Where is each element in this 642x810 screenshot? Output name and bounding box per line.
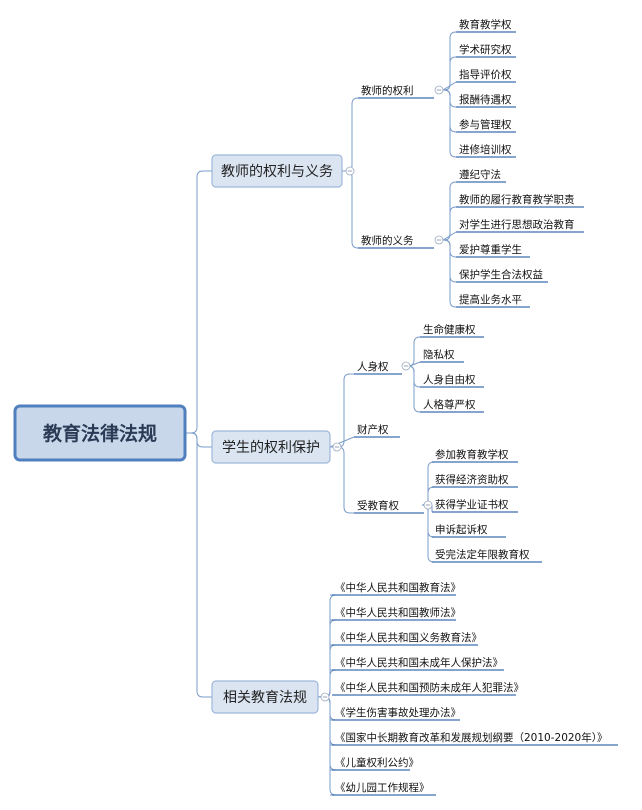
law-item-label: 《中华人民共和国义务教育法》 <box>335 631 482 644</box>
leaf-item-label: 教育教学权 <box>459 18 512 31</box>
connector-line <box>185 432 212 698</box>
collapse-toggle-icon[interactable] <box>423 500 433 510</box>
leaf-item-label: 生命健康权 <box>423 323 476 336</box>
connector-line <box>443 56 457 91</box>
connector-line <box>443 239 457 308</box>
connector-line <box>318 696 337 796</box>
connector-line <box>342 97 359 172</box>
branch-student-label: 学生的权利保护 <box>222 440 320 456</box>
collapse-toggle-icon[interactable] <box>320 692 330 702</box>
leaf-item-label: 爱护尊重学生 <box>459 243 522 256</box>
connector-line <box>330 373 354 448</box>
connector-line <box>185 432 212 448</box>
connector-line <box>407 336 421 367</box>
collapse-toggle-icon[interactable] <box>434 235 444 245</box>
law-item-label: 《儿童权利公约》 <box>335 756 419 769</box>
root-node-label: 教育法律法规 <box>43 422 157 445</box>
connector-line <box>318 669 337 698</box>
leaf-item-label: 教师的履行教育教学职责 <box>459 193 575 206</box>
teacher-rights-label: 教师的权利 <box>361 84 414 97</box>
branch-laws-box[interactable] <box>211 680 319 714</box>
collapse-toggle-icon[interactable] <box>434 85 444 95</box>
connector-line <box>330 446 354 514</box>
property-rights-label: 财产权 <box>357 423 389 436</box>
leaf-item-label: 获得经济资助权 <box>435 473 509 486</box>
branch-student-box[interactable] <box>211 430 331 464</box>
teacher-duties-label: 教师的义务 <box>361 234 414 247</box>
education-rights-label: 受教育权 <box>357 499 399 512</box>
law-item-label: 《中华人民共和国教育法》 <box>335 581 461 594</box>
leaf-item-label: 报酬待遇权 <box>459 93 512 106</box>
leaf-item-label: 申诉起诉权 <box>435 523 488 536</box>
person-rights-label: 人身权 <box>357 360 389 373</box>
leaf-item-label: 进修培训权 <box>459 143 512 156</box>
law-item-label: 《中华人民共和国教师法》 <box>335 606 461 619</box>
connector-line <box>443 206 457 241</box>
law-item-label: 《学生伤害事故处理办法》 <box>335 706 461 719</box>
collapse-controls <box>320 85 444 702</box>
subnodes: 教师的权利 教育教学权学术研究权指导评价权报酬待遇权参与管理权进修培训权教师的义务… <box>332 18 618 796</box>
connector-line <box>185 170 212 434</box>
branch-teacher-box[interactable] <box>211 154 343 188</box>
leaf-item-label: 遵纪守法 <box>459 168 501 181</box>
leaf-item-label: 人身自由权 <box>423 373 476 386</box>
connector-line <box>342 170 359 249</box>
leaf-item-label: 参加教育教学权 <box>435 448 509 461</box>
connector-line <box>442 81 457 91</box>
nodes: 教育法律法规 教师的权利与义务 学生的权利保护 相关教育法规 <box>13 154 343 714</box>
collapse-toggle-icon[interactable] <box>345 166 355 176</box>
collapse-toggle-icon[interactable] <box>401 361 411 371</box>
leaf-item-label: 学术研究权 <box>459 43 512 56</box>
connector-line <box>442 231 457 241</box>
law-item-label: 《幼儿园工作规程》 <box>335 781 430 794</box>
connector-line <box>409 361 421 367</box>
leaf-item-label: 对学生进行思想政治教育 <box>459 218 575 231</box>
leaf-item-label: 指导评价权 <box>459 68 512 81</box>
leaf-item-label: 隐私权 <box>423 348 455 361</box>
leaf-item-label: 受完法定年限教育权 <box>435 548 530 561</box>
branch-teacher-label: 教师的权利与义务 <box>221 164 333 180</box>
leaf-item-label: 人格尊严权 <box>423 398 476 411</box>
connector-line <box>318 696 337 746</box>
leaf-item-label: 提高业务水平 <box>459 293 522 306</box>
connector-line <box>318 644 337 698</box>
connector-line <box>318 619 337 698</box>
leaf-item-label: 保护学生合法权益 <box>459 268 543 281</box>
law-item-label: 《中华人民共和国预防未成年人犯罪法》 <box>335 681 524 694</box>
root-node-box[interactable] <box>13 404 187 462</box>
branch-laws-label: 相关教育法规 <box>223 690 307 706</box>
connector-line <box>318 696 337 771</box>
leaf-item-label: 参与管理权 <box>459 118 512 131</box>
law-item-label: 《中华人民共和国未成年人保护法》 <box>335 656 503 669</box>
collapse-toggle-icon[interactable] <box>332 442 342 452</box>
connector-line <box>318 594 337 698</box>
law-item-label: 《国家中长期教育改革和发展规划纲要（2010-2020年）》 <box>335 731 607 744</box>
leaf-item-label: 获得学业证书权 <box>435 498 509 511</box>
connector-line <box>443 89 457 158</box>
connector-line <box>407 365 421 413</box>
